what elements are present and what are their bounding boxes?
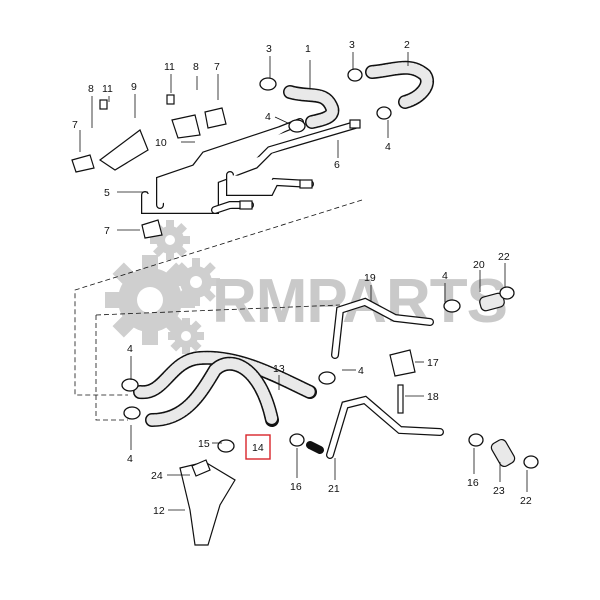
clamp-icon — [289, 433, 305, 447]
callout-label[interactable]: 7 — [72, 119, 78, 131]
brackets — [71, 94, 416, 546]
bracket-icon — [171, 114, 201, 139]
callout-label[interactable]: 4 — [358, 365, 364, 377]
callout-label[interactable]: 3 — [266, 43, 272, 55]
callout-label[interactable]: 6 — [334, 159, 340, 171]
callout-label[interactable]: 11 — [102, 83, 113, 95]
callout-label[interactable]: 7 — [214, 61, 220, 73]
callout-label[interactable]: 20 — [473, 259, 485, 271]
clamp-icon — [376, 106, 392, 120]
lower-pipes — [306, 297, 444, 459]
callout-label[interactable]: 16 — [290, 481, 302, 493]
clip-icon — [204, 107, 227, 129]
upper-hoses — [283, 60, 434, 129]
hose-clamps — [121, 68, 539, 469]
callout-label[interactable]: 12 — [153, 505, 165, 517]
clamp-icon — [121, 378, 139, 392]
callout-label[interactable]: 22 — [520, 495, 532, 507]
watermark-gear-icon — [105, 220, 220, 354]
clip-icon — [141, 219, 163, 239]
bolt-icon — [166, 94, 175, 105]
highlight-box[interactable] — [245, 434, 271, 460]
callout-label[interactable]: 4 — [127, 453, 133, 465]
callout-label[interactable]: 4 — [127, 343, 133, 355]
callout-label[interactable]: 2 — [404, 39, 410, 51]
callout-label[interactable]: 1 — [305, 43, 311, 55]
callout-label[interactable]: 15 — [198, 438, 210, 450]
callout-label[interactable]: 13 — [273, 363, 285, 375]
clamp-icon — [443, 299, 461, 313]
bracket-icon — [98, 129, 149, 171]
assembly-outline — [74, 199, 363, 421]
callout-label[interactable]: 11 — [164, 61, 175, 73]
clip-icon — [191, 459, 211, 477]
callout-label[interactable]: 22 — [498, 251, 510, 263]
bolt-icon — [397, 384, 404, 414]
watermark: RMPARTS — [105, 220, 508, 354]
clamp-icon — [499, 286, 515, 300]
callout-label[interactable]: 4 — [442, 270, 448, 282]
callout-labels: 1 2 3 3 4 4 4 4 4 4 5 6 7 7 7 8 8 9 10 1… — [72, 39, 532, 517]
callout-label[interactable]: 17 — [427, 357, 439, 369]
clamp-icon — [288, 119, 306, 133]
callout-label[interactable]: 18 — [427, 391, 439, 403]
callout-label[interactable]: 8 — [193, 61, 199, 73]
clamp-icon — [318, 371, 336, 385]
lower-hoses — [133, 292, 516, 468]
bracket-icon — [179, 461, 236, 546]
callout-label[interactable]: 8 — [88, 83, 94, 95]
callout-label[interactable]: 4 — [265, 111, 271, 123]
callout-label[interactable]: 3 — [349, 39, 355, 51]
clamp-icon — [347, 68, 363, 82]
callout-label[interactable]: 21 — [328, 483, 340, 495]
callout-label[interactable]: 5 — [104, 187, 110, 199]
callout-label[interactable]: 7 — [104, 225, 110, 237]
upper-pipe-assembly — [141, 118, 361, 214]
highlighted-callout-label[interactable]: 14 — [252, 442, 264, 454]
clip-icon — [71, 154, 95, 173]
clamp-icon — [123, 406, 141, 420]
clamp-icon — [468, 433, 484, 447]
bracket-icon — [389, 349, 416, 377]
leader-lines — [79, 52, 528, 511]
clamp-icon — [217, 439, 235, 453]
callout-label[interactable]: 19 — [364, 272, 376, 284]
callout-label[interactable]: 24 — [151, 470, 163, 482]
callout-label[interactable]: 23 — [493, 485, 505, 497]
callout-label[interactable]: 9 — [131, 81, 137, 93]
callout-label[interactable]: 10 — [155, 137, 167, 149]
clamp-icon — [259, 77, 277, 91]
clamp-icon — [523, 455, 539, 469]
callout-label[interactable]: 4 — [385, 141, 391, 153]
bolt-icon — [99, 99, 108, 110]
callout-label[interactable]: 16 — [467, 477, 479, 489]
